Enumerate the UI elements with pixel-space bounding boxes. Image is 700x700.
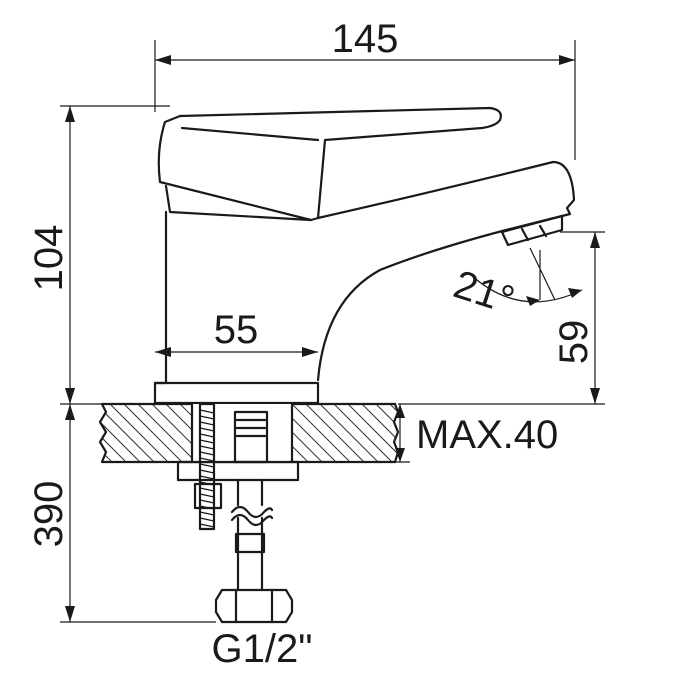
hatch-line — [100, 404, 113, 462]
dim-spout-height: 59 — [552, 320, 596, 365]
stud-thread — [199, 445, 215, 450]
mounting-hardware — [176, 402, 300, 624]
hose-ferrule — [234, 532, 266, 554]
faucet-base — [153, 381, 320, 405]
stud-thread — [199, 469, 215, 474]
stud-thread — [199, 475, 215, 480]
flex-hose — [236, 478, 264, 592]
aerator-inner — [520, 224, 548, 242]
cartridge-collar — [164, 184, 313, 222]
stud-thread — [199, 511, 215, 516]
hatch-line — [375, 404, 398, 462]
hatch-line — [109, 404, 169, 462]
hatch-line — [347, 404, 398, 462]
hatch-line — [361, 404, 398, 462]
hatch-line — [137, 404, 197, 462]
stud-thread — [199, 409, 215, 414]
stud-thread — [199, 439, 215, 444]
dim-hose-length: 390 — [27, 481, 71, 548]
stud-thread — [199, 463, 215, 468]
stud-thread — [199, 517, 215, 522]
hatch-line — [123, 404, 183, 462]
stud-thread — [199, 451, 215, 456]
dim-body-width: 55 — [214, 308, 259, 352]
dim-spout-angle: 21° — [448, 262, 519, 323]
stud-thread — [199, 421, 215, 426]
stud-thread — [199, 499, 215, 504]
backing-plate — [176, 460, 300, 482]
dimension-lines — [60, 40, 605, 623]
stud-thread — [199, 523, 215, 528]
dim-thread-size: G1/2" — [212, 627, 313, 671]
dim-overall-height: 104 — [27, 225, 71, 292]
lever-handle — [157, 106, 502, 222]
stud-thread — [199, 457, 215, 462]
stud-thread — [199, 493, 215, 498]
hatch-line — [319, 404, 379, 462]
hatch-line — [305, 404, 365, 462]
hex-nut — [214, 588, 294, 624]
faucet-body — [153, 106, 576, 405]
hose-break-mark — [230, 505, 274, 527]
stud-thread — [199, 427, 215, 432]
dim-max-counter: MAX.40 — [416, 413, 558, 457]
dim-overall-width: 145 — [332, 17, 399, 61]
aerator — [500, 214, 564, 247]
hatch-line — [100, 404, 127, 462]
hatch-line — [100, 404, 141, 462]
stud-thread — [199, 433, 215, 438]
stud-thread — [199, 415, 215, 420]
stud-thread — [199, 487, 215, 492]
hatch-line — [333, 404, 393, 462]
stud-nut — [193, 482, 223, 510]
handle-upper-edge — [180, 126, 320, 142]
hatch-line — [291, 404, 351, 462]
